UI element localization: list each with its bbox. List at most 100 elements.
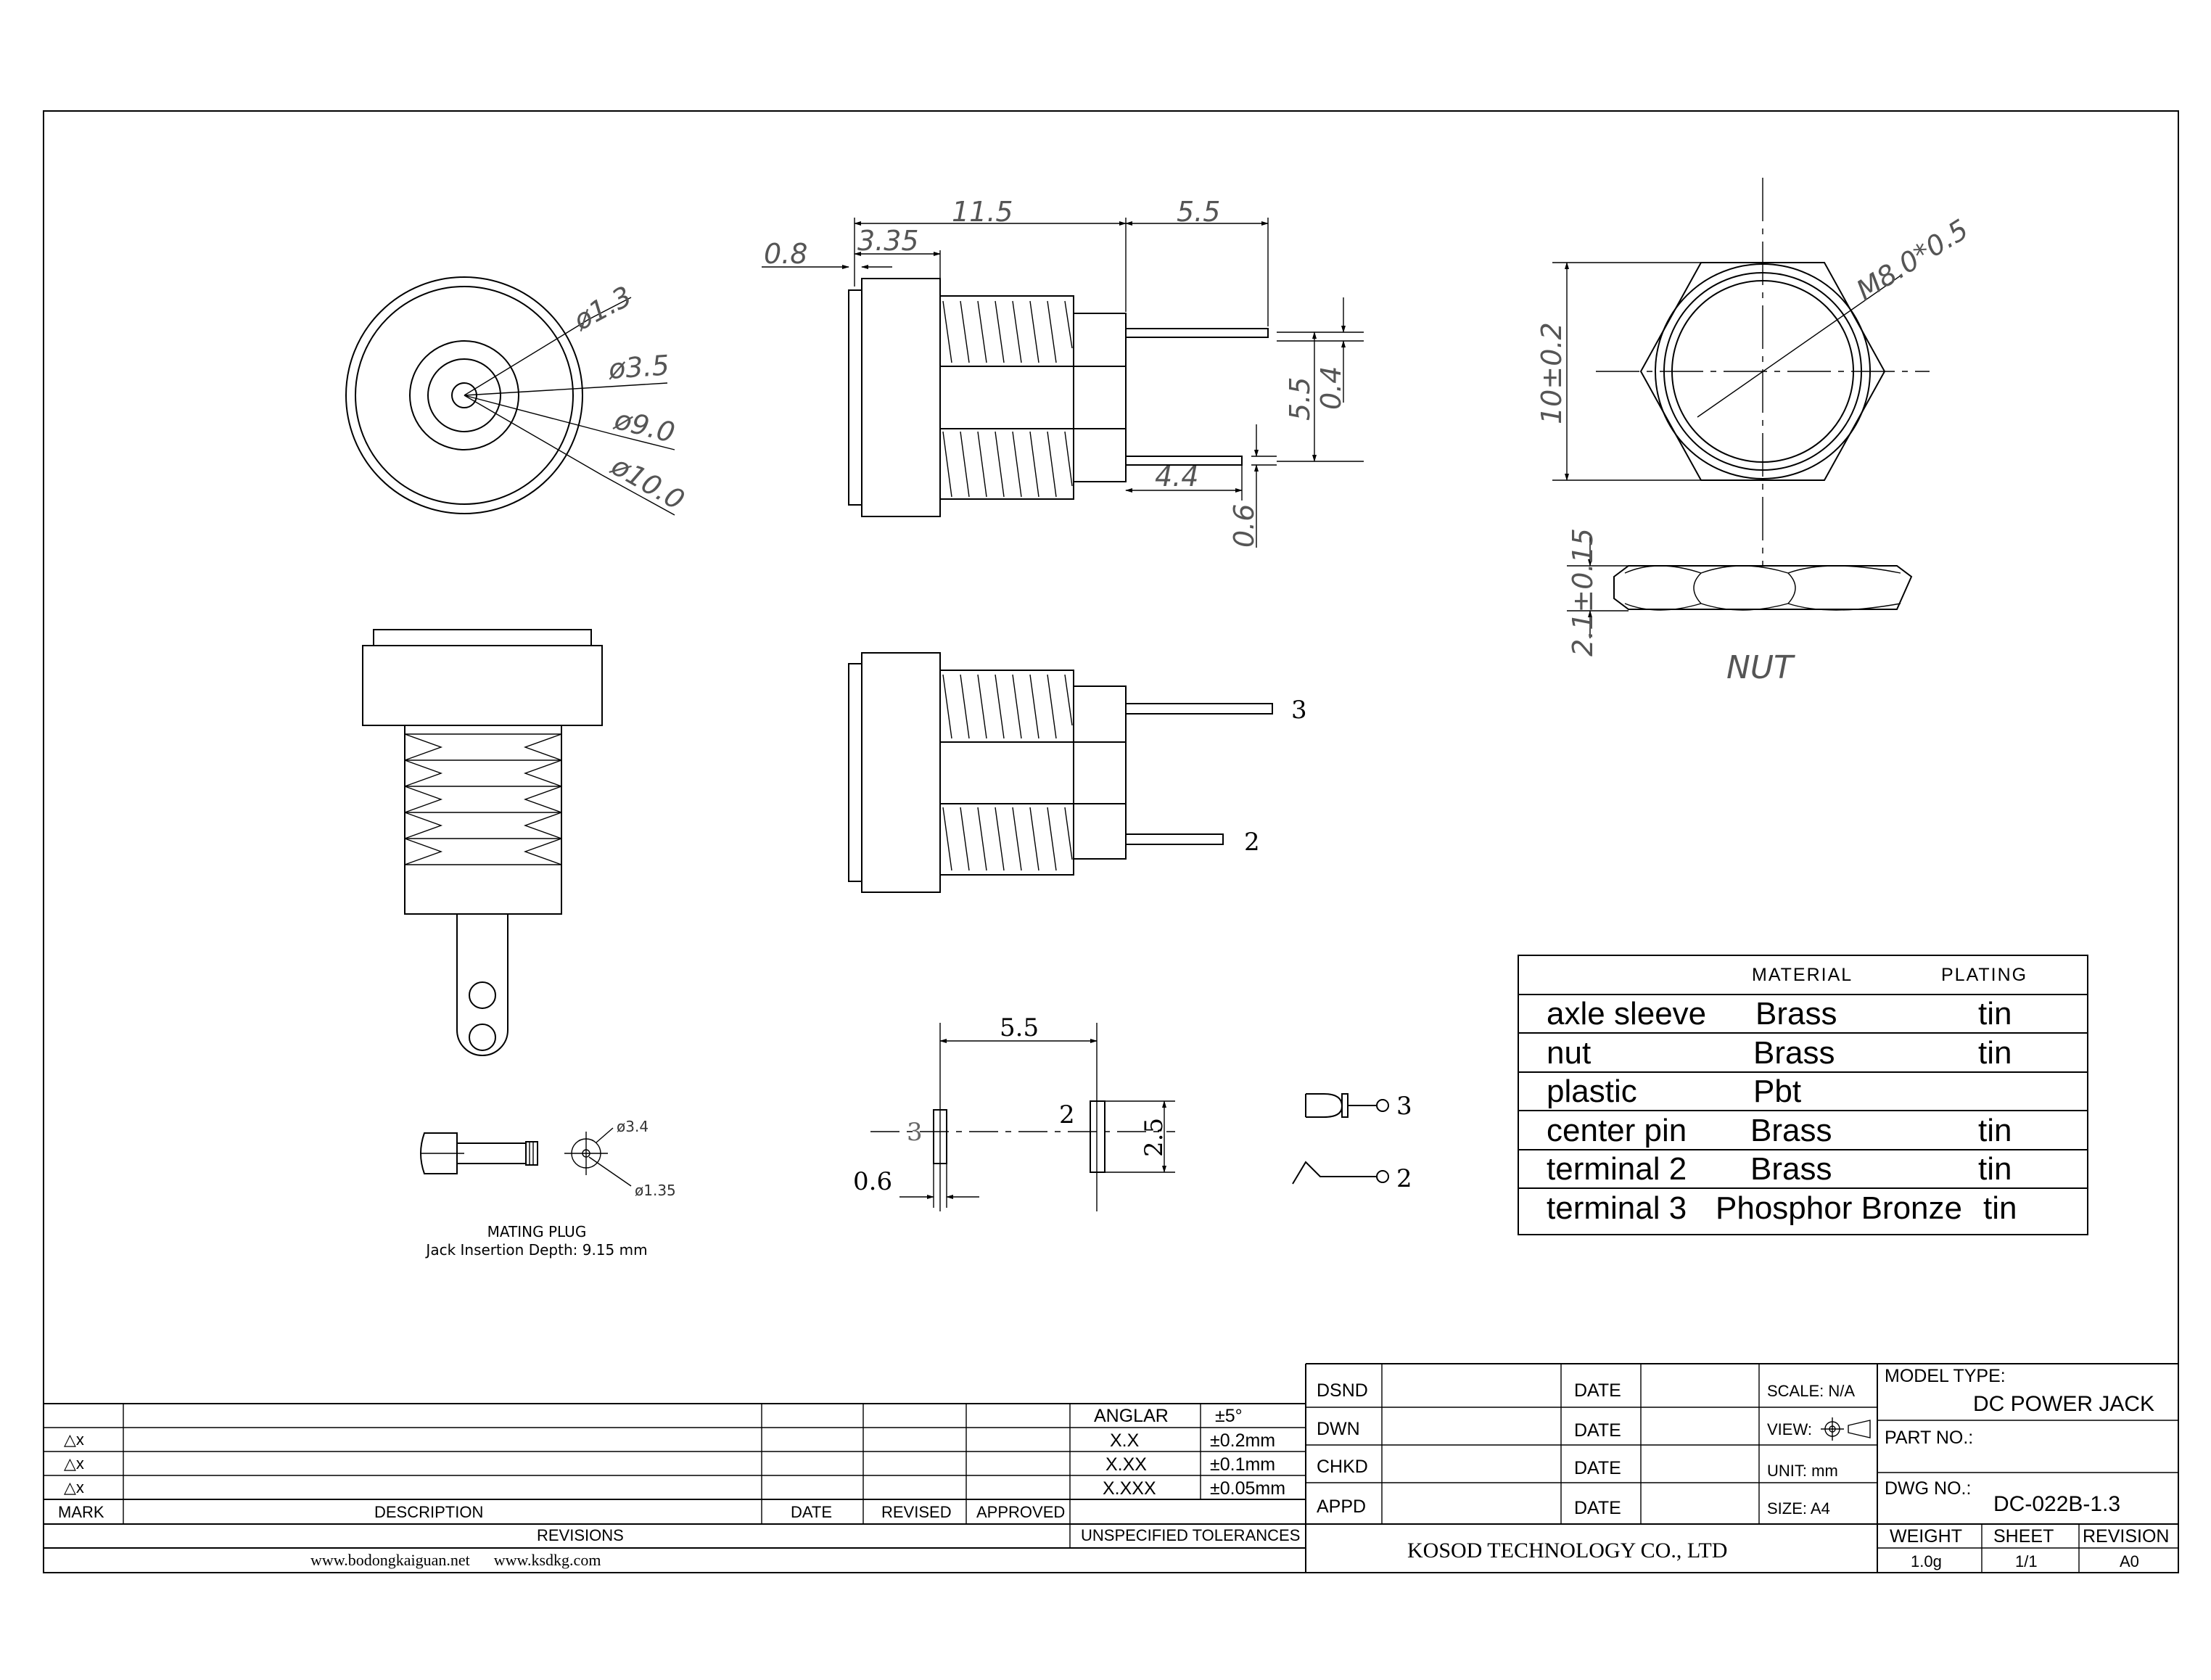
- dim-flange-width: 3.35: [857, 225, 919, 257]
- svg-text:Phosphor Bronze: Phosphor Bronze: [1716, 1190, 1962, 1226]
- part-no-label: PART NO.:: [1885, 1428, 1973, 1448]
- front-view: ø1.3 ø3.5 ø9.0 ø10.0: [345, 276, 690, 516]
- plug-subtitle: Jack Insertion Depth: 9.15 mm: [424, 1241, 647, 1259]
- revision-label: REVISION: [2083, 1526, 2169, 1547]
- svg-text:terminal 2: terminal 2: [1547, 1151, 1687, 1187]
- revision-mark-1: △x: [64, 1430, 84, 1449]
- material-row: terminal 2 Brass tin: [1547, 1151, 2012, 1187]
- websites: www.bodongkaiguan.net www.ksdkg.com: [310, 1551, 601, 1569]
- model-type-value: DC POWER JACK: [1973, 1392, 2154, 1416]
- date-label: DATE: [1574, 1458, 1621, 1478]
- pin-label-3: 3: [1291, 696, 1307, 725]
- svg-text:tin: tin: [1983, 1190, 2017, 1226]
- svg-text:tin: tin: [1978, 1035, 2012, 1071]
- view-label: VIEW:: [1767, 1420, 1812, 1438]
- date-header: DATE: [791, 1503, 832, 1521]
- role-chkd: CHKD: [1317, 1457, 1368, 1477]
- tolerance-value: ±0.05mm: [1210, 1478, 1285, 1499]
- approved-header: APPROVED: [976, 1503, 1065, 1521]
- role-dwn: DWN: [1317, 1419, 1360, 1439]
- dim-pin-hole-dia: ø3.5: [607, 349, 671, 385]
- material-row: plastic Pbt: [1547, 1074, 1801, 1109]
- svg-text:Pbt: Pbt: [1753, 1074, 1801, 1109]
- scale-label: SCALE: N/A: [1767, 1382, 1855, 1400]
- tolerances-block: ANGLAR ±5° X.X ±0.2mm X.XX ±0.1mm X.XXX …: [1081, 1406, 1300, 1544]
- nut-thread-label: M8.0*0.5: [1850, 213, 1974, 307]
- dim-short-pin-length: 4.4: [1155, 461, 1198, 493]
- jack-side-profile: [362, 629, 603, 1056]
- tolerance-value: ±0.1mm: [1210, 1454, 1275, 1475]
- revision-value: A0: [2120, 1552, 2139, 1570]
- tolerances-footer: UNSPECIFIED TOLERANCES: [1081, 1526, 1300, 1544]
- role-dsnd: DSND: [1317, 1380, 1368, 1401]
- date-label: DATE: [1574, 1498, 1621, 1518]
- plug-title: MATING PLUG: [487, 1223, 587, 1240]
- date-label: DATE: [1574, 1420, 1621, 1441]
- dim-center-pin-dia: ø1.3: [568, 280, 637, 337]
- material-header: MATERIAL: [1752, 965, 1853, 985]
- bottom-label-2: 2: [1059, 1100, 1075, 1129]
- tolerance-label: X.X: [1110, 1430, 1140, 1451]
- weight-value: 1.0g: [1911, 1552, 1942, 1570]
- tolerance-label: X.XXX: [1103, 1478, 1156, 1499]
- tolerance-label: ANGLAR: [1094, 1406, 1169, 1426]
- svg-text:tin: tin: [1978, 1113, 2012, 1148]
- drawing-border: [43, 110, 2179, 1573]
- pin-label-2: 2: [1244, 828, 1260, 857]
- mating-plug: ø3.4 ø1.35 MATING PLUG Jack Insertion De…: [420, 1118, 676, 1259]
- company-name: KOSOD TECHNOLOGY CO., LTD: [1407, 1539, 1727, 1562]
- tolerance-value: ±5°: [1215, 1406, 1243, 1426]
- dim-bottom-height: 2.5: [1140, 1118, 1169, 1157]
- tolerance-label: X.XX: [1106, 1454, 1147, 1475]
- svg-text:Brass: Brass: [1750, 1113, 1832, 1148]
- nut-title: NUT: [1726, 649, 1795, 686]
- model-type-label: MODEL TYPE:: [1885, 1366, 2006, 1386]
- description-header: DESCRIPTION: [374, 1503, 483, 1521]
- svg-text:tin: tin: [1978, 1151, 2012, 1187]
- bottom-view: 5.5 2.5 0.6 3 2: [853, 1013, 1175, 1211]
- material-row: terminal 3 Phosphor Bronze tin: [1547, 1190, 2017, 1226]
- svg-text:terminal 3: terminal 3: [1547, 1190, 1687, 1226]
- dim-overall-length: 11.5: [952, 196, 1013, 228]
- schematic-pin-2: 2: [1396, 1164, 1412, 1193]
- dwg-no-label: DWG NO.:: [1885, 1478, 1971, 1499]
- dim-pin-length: 5.5: [1177, 196, 1220, 228]
- bottom-label-3: 3: [907, 1118, 923, 1147]
- role-appd: APPD: [1317, 1496, 1366, 1517]
- size-label: SIZE: A4: [1767, 1499, 1830, 1518]
- mark-header: MARK: [58, 1503, 104, 1521]
- nut-width-label: 10±0.2: [1536, 322, 1568, 424]
- dim-body-inner-dia: ø9.0: [611, 403, 678, 449]
- svg-text:Brass: Brass: [1753, 1035, 1835, 1071]
- dwg-no-value: DC-022B-1.3: [1993, 1492, 2120, 1516]
- svg-text:tin: tin: [1978, 996, 2012, 1032]
- tolerance-value: ±0.2mm: [1210, 1430, 1275, 1451]
- weight-label: WEIGHT: [1890, 1526, 1962, 1547]
- svg-text:Brass: Brass: [1755, 996, 1837, 1032]
- side-view: 11.5 5.5 3.35 0.8 5.5 0.4 4.4 0.6: [762, 196, 1364, 548]
- schematic-pin-3: 3: [1396, 1092, 1412, 1121]
- schematic: 3 2: [1292, 1092, 1412, 1193]
- svg-text:center pin: center pin: [1547, 1113, 1687, 1148]
- svg-text:axle sleeve: axle sleeve: [1547, 996, 1706, 1032]
- title-block: DSND DWN CHKD APPD DATE DATE DATE DATE S…: [1306, 1363, 2178, 1573]
- revision-mark-3: △x: [64, 1478, 84, 1496]
- dim-bottom-thickness: 0.6: [853, 1167, 892, 1196]
- plug-dia-outer: ø3.4: [617, 1118, 649, 1135]
- plug-dia-inner: ø1.35: [635, 1182, 676, 1199]
- unit-label: UNIT: mm: [1767, 1462, 1838, 1480]
- revisions-block: △x △x △x MARK DESCRIPTION DATE REVISED A…: [44, 1364, 1306, 1573]
- revisions-footer: REVISIONS: [537, 1526, 624, 1544]
- nut-thickness-label: 2.1±0.15: [1567, 528, 1599, 656]
- svg-text:nut: nut: [1547, 1035, 1591, 1071]
- nut-view: M8.0*0.5 10±0.2 2.1±0.15 NUT: [1536, 178, 1974, 686]
- sheet-value: 1/1: [2015, 1552, 2038, 1570]
- dim-flange-step: 0.8: [764, 238, 807, 270]
- revised-header: REVISED: [881, 1503, 952, 1521]
- dim-short-pin-thickness: 0.6: [1228, 504, 1260, 548]
- pin-side-view: 3 2: [848, 652, 1307, 893]
- svg-text:Brass: Brass: [1750, 1151, 1832, 1187]
- revision-mark-2: △x: [64, 1454, 84, 1473]
- material-row: center pin Brass tin: [1547, 1113, 2012, 1148]
